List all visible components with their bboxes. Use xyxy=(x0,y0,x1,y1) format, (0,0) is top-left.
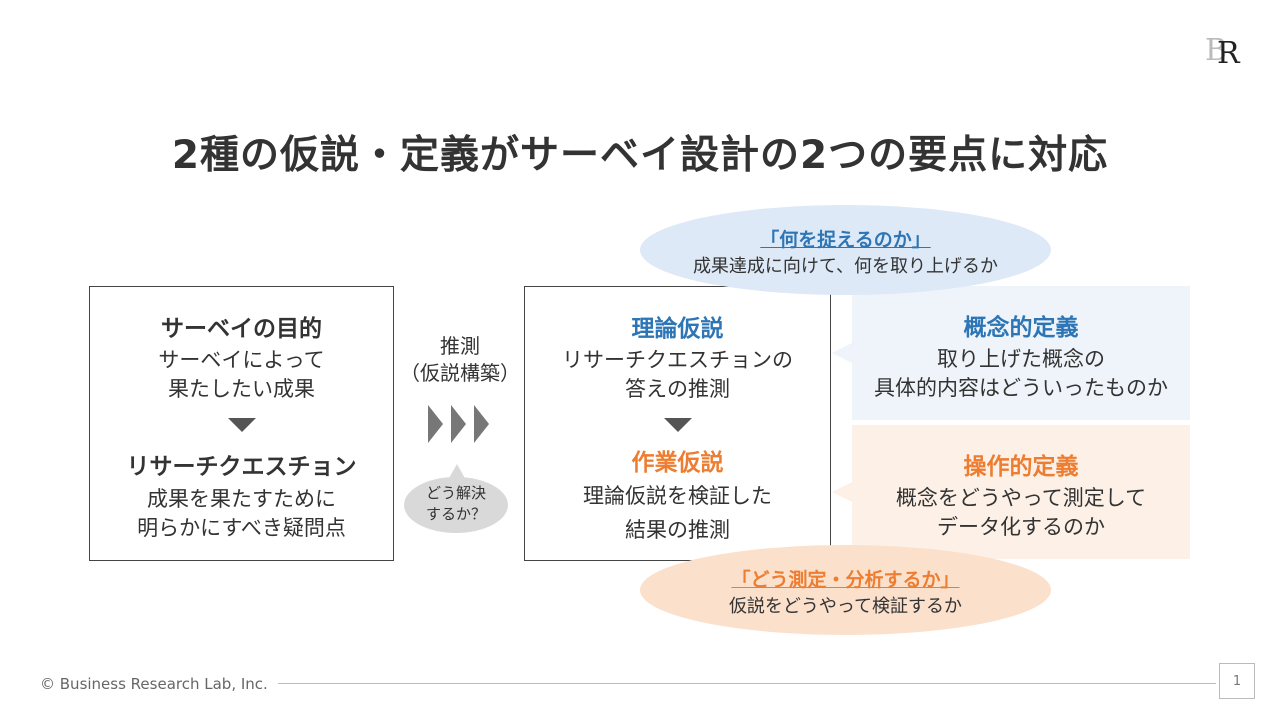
question-line2: するか？ xyxy=(425,505,486,523)
question-line1: どう解決 xyxy=(425,484,486,502)
working-hypothesis-heading: 作業仮説 xyxy=(631,450,724,476)
operational-definition-heading: 操作的定義 xyxy=(963,454,1079,480)
operational-definition-text-1: 概念をどうやって測定して xyxy=(895,486,1147,510)
logo-b-letter: B xyxy=(1205,33,1227,68)
what-to-capture-bubble: 「何を捉えるのか」 成果達成に向けて、何を取り上げるか xyxy=(640,205,1051,295)
inference-label-line1: 推測 xyxy=(440,334,480,358)
theoretical-hypothesis-heading: 理論仮説 xyxy=(631,316,724,342)
chevron-right-icon xyxy=(451,405,466,443)
operational-definition-text-2: データ化するのか xyxy=(937,515,1105,539)
speech-pointer-icon xyxy=(448,464,466,480)
how-to-measure-bubble: 「どう測定・分析するか」 仮説をどうやって検証するか xyxy=(640,545,1051,635)
down-arrow-icon xyxy=(228,418,256,432)
what-to-capture-heading: 「何を捉えるのか」 xyxy=(760,229,931,251)
what-to-capture-text: 成果達成に向けて、何を取り上げるか xyxy=(692,256,999,277)
conceptual-definition-heading: 概念的定義 xyxy=(963,315,1079,341)
research-question-heading: リサーチクエスチョン xyxy=(126,454,357,480)
footer-divider xyxy=(278,683,1216,684)
research-question-text-1: 成果を果たすために xyxy=(147,487,336,511)
question-bubble: どう解決 するか？ xyxy=(404,477,508,533)
logo-r-letter: R xyxy=(1217,36,1241,68)
copyright-text: © Business Research Lab, Inc. xyxy=(40,675,268,693)
inference-label-line2: （仮説構築） xyxy=(400,361,520,385)
hypothesis-box: 理論仮説 リサーチクエスチョンの 答えの推測 作業仮説 理論仮説を検証した 結果… xyxy=(524,286,831,561)
how-to-measure-text: 仮説をどうやって検証するか xyxy=(728,596,963,617)
conceptual-definition-panel: 概念的定義 取り上げた概念の 具体的内容はどういったものか xyxy=(852,286,1190,420)
speech-pointer-icon xyxy=(832,482,852,502)
company-logo: B R xyxy=(1203,28,1253,71)
page-title: 2種の仮説・定義がサーベイ設計の2つの要点に対応 xyxy=(171,133,1109,178)
survey-purpose-box: サーベイの目的 サーベイによって 果たしたい成果 リサーチクエスチョン 成果を果… xyxy=(89,286,394,561)
speech-pointer-icon xyxy=(832,343,852,363)
working-hypothesis-text-2: 結果の推測 xyxy=(625,518,730,542)
survey-purpose-heading: サーベイの目的 xyxy=(161,316,322,342)
conceptual-definition-text-1: 取り上げた概念の xyxy=(937,347,1105,371)
working-hypothesis-text-1: 理論仮説を検証した xyxy=(583,484,772,508)
how-to-measure-heading: 「どう測定・分析するか」 xyxy=(731,569,960,591)
down-arrow-icon xyxy=(664,418,692,432)
page-number: 1 xyxy=(1219,663,1255,699)
operational-definition-panel: 操作的定義 概念をどうやって測定して データ化するのか xyxy=(852,425,1190,559)
theoretical-hypothesis-text-2: 答えの推測 xyxy=(625,377,730,401)
survey-purpose-text-1: サーベイによって xyxy=(158,348,325,372)
theoretical-hypothesis-text-1: リサーチクエスチョンの xyxy=(562,348,793,372)
survey-purpose-text-2: 果たしたい成果 xyxy=(168,377,315,401)
chevron-right-icon xyxy=(428,405,443,443)
research-question-text-2: 明らかにすべき疑問点 xyxy=(137,516,346,540)
chevron-right-icon xyxy=(474,405,489,443)
inference-label: 推測 （仮説構築） xyxy=(395,333,525,387)
conceptual-definition-text-2: 具体的内容はどういったものか xyxy=(874,376,1168,400)
